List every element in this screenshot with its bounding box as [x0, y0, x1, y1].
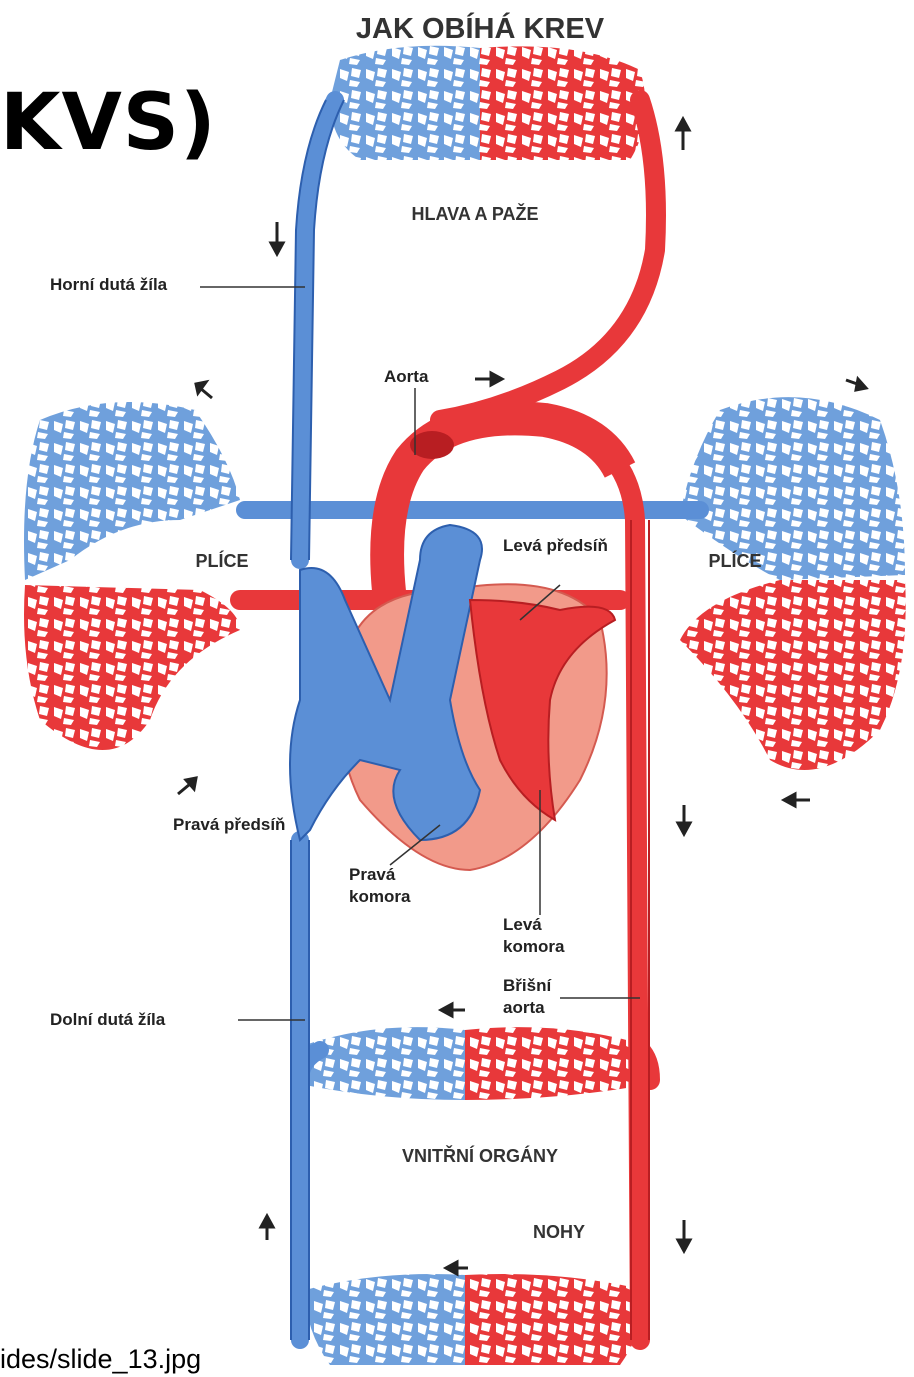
arrow-down-icon	[678, 805, 690, 834]
arrow-up-right-icon	[178, 778, 196, 794]
arrow-down-icon	[678, 1220, 690, 1251]
label-abdominal-aorta-2: aorta	[503, 998, 545, 1017]
region-head: HLAVA A PAŽE	[412, 203, 539, 224]
region-organs: VNITŘNÍ ORGÁNY	[402, 1145, 558, 1166]
arrow-up-icon	[261, 1216, 273, 1240]
arrow-right-icon	[475, 373, 502, 385]
arrow-down-icon	[271, 222, 283, 254]
label-abdominal-aorta-1: Břišní	[503, 976, 552, 995]
region-lung-right: PLÍCE	[708, 550, 761, 571]
label-aorta: Aorta	[384, 367, 429, 386]
region-lung-left: PLÍCE	[195, 550, 248, 571]
aorta-opening	[410, 431, 454, 459]
arrow-left-icon	[441, 1004, 465, 1016]
arrow-right-icon	[846, 379, 866, 390]
leg-capillaries	[305, 1274, 645, 1365]
arrow-left-icon	[446, 1262, 468, 1274]
arrow-up-left-icon	[196, 382, 212, 398]
organ-capillaries	[305, 1027, 645, 1100]
label-right-ventricle-2: komora	[349, 887, 411, 906]
label-left-atrium: Levá předsíň	[503, 536, 608, 555]
right-lung-capillaries	[680, 397, 906, 770]
label-left-ventricle-1: Levá	[503, 915, 542, 934]
region-legs: NOHY	[533, 1222, 585, 1242]
label-superior-vena-cava: Horní dutá žíla	[50, 275, 168, 294]
label-left-ventricle-2: komora	[503, 937, 565, 956]
left-lung-capillaries	[24, 402, 240, 750]
head-capillaries	[330, 46, 646, 160]
diagram-title: JAK OBÍHÁ KREV	[356, 11, 605, 45]
label-right-ventricle-1: Pravá	[349, 865, 396, 884]
arrow-left-icon	[784, 794, 810, 806]
label-inferior-vena-cava: Dolní dutá žíla	[50, 1010, 166, 1029]
label-right-atrium: Pravá předsíň	[173, 815, 285, 834]
arrow-up-icon	[677, 119, 689, 150]
